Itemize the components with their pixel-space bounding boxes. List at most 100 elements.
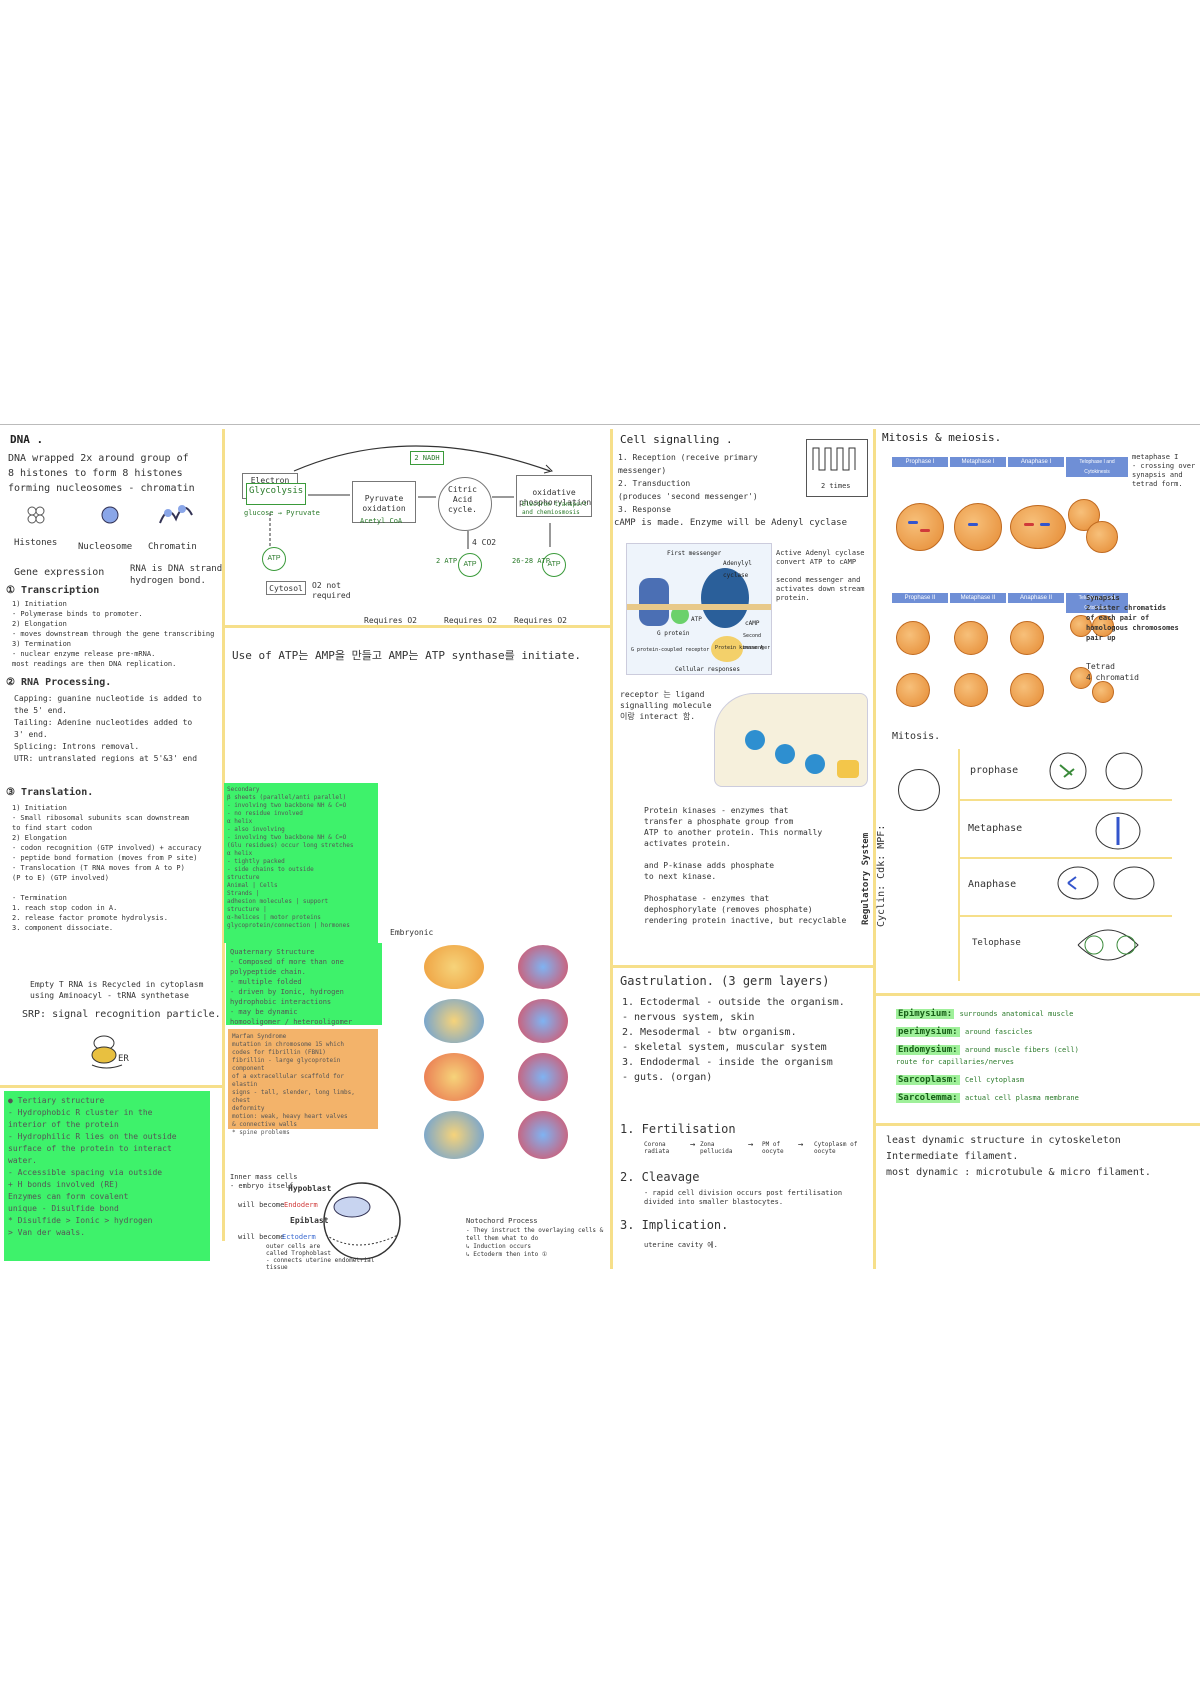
g-protein-figure: First messenger Adenylyl cyclase G prote… [626,543,772,675]
legend-term: Sarcoplasm: [896,1075,960,1085]
meiosis-cell [1010,505,1066,549]
adenyl-cyclase-note: Active Adenyl cyclase convert ATP to cAM… [776,549,865,602]
endoderm-label: Endoderm [284,1201,318,1209]
histones-label: Histones [14,538,58,548]
nadh-note: 2 NADH [414,454,440,462]
atp-yield: 2 ATP [436,557,458,565]
gastrulation-title: Gastrulation. (3 germ layers) [620,974,830,988]
fig-label-camp: cAMP [745,620,760,627]
legend-desc: around muscle fibers (cell) route for ca… [896,1046,1079,1066]
flow-zona: Zona pellucida [700,1141,733,1155]
will-become-1: will become [238,1201,285,1209]
cleavage-body: - rapid cell division occurs post fertil… [644,1189,843,1206]
notochord-body: - They instruct the overlaying cells & t… [466,1227,604,1258]
oxidative-phosphorylation-box: oxidative phosphorylation [516,475,592,517]
rna-note: RNA is DNA strand hydrogen bond. [130,564,223,586]
tertiary-structure-sticky: ● Tertiary structure - Hydrophobic R clu… [4,1091,210,1261]
transcription-title: ① Transcription [6,585,100,596]
dna-title: DNA . [10,433,44,446]
flow-arrow-icon: → [748,1140,754,1150]
marfan-syndrome-sticky: Marfan Syndrome mutation in chromosome 1… [228,1029,378,1136]
adenylyl-cyclase-shape [701,568,749,628]
cleavage-title: 2. Cleavage [620,1170,700,1184]
embryo-stage [518,999,568,1043]
embryo-stage [424,945,484,989]
o2-not-required: O2 not required [312,581,351,600]
receptor-shape [639,578,669,626]
kinase-shape [775,744,795,764]
chromosome [920,529,930,532]
camp-note: cAMP is made. Enzyme will be Adenyl cycl… [614,518,847,528]
embryonic-title: Embryonic [390,928,434,937]
dna-intro: DNA wrapped 2x around group of 8 histone… [8,453,195,494]
atp-label-1: ATP [267,555,281,562]
embryo-stage [518,945,568,989]
srp-note: SRP: signal recognition particle. [22,1009,221,1020]
legend-row: perimysium: around fascicles [896,1023,1186,1041]
divider [610,429,613,1269]
phase-label: Metaphase II [950,593,1006,603]
meiosis-cell [1010,673,1044,707]
chromatin-label: Chromatin [148,542,197,552]
flow-arrow-icon: → [798,1140,804,1150]
translation-body: 1) Initiation - Small ribosomal subunits… [12,804,202,932]
embryo-stage [518,1053,568,1101]
will-become-2: will become [238,1233,285,1241]
requires-o2-1: Requires O2 [364,616,417,625]
meiosis-cell [954,673,988,707]
gene-expression-label: Gene expression [14,567,105,578]
rna-processing-body: Capping: guanine nucleotide is added to … [14,694,202,763]
divider [960,857,1172,859]
metaphase-i-note: metaphase I - crossing over synapsis and… [1132,453,1196,488]
legend-row: Sarcoplasm: Cell cytoplasm [896,1071,1186,1089]
chromosome [1024,523,1034,526]
co2-label: 4 CO2 [472,538,497,547]
secondary-structure-sticky: Secondary β sheets (parallel/anti parall… [224,783,378,943]
divider [222,429,225,1241]
chromosome [1040,523,1050,526]
legend-desc: actual cell plasma membrane [965,1094,1079,1102]
embryo-stage [518,1111,568,1159]
atp-label-3: ATP [547,561,561,568]
divider [960,915,1172,917]
kinase-shape [745,730,765,750]
trophoblast-note: outer cells are called Trophoblast - con… [266,1243,375,1271]
legend-term: perimysium: [896,1027,960,1037]
glycolysis-label: Glycolysis [249,486,304,496]
fig-label-adenylyl: Adenylyl cyclase [723,560,752,579]
cell-cycle-diagram [898,769,940,811]
times-label: 2 times [821,482,851,490]
nucleosome-sketch [27,505,193,524]
nucleosome-label: Nucleosome [78,542,133,552]
membrane-folds [812,447,856,471]
atp-icon-1: ATP [262,547,286,571]
kinase-note: Protein kinases - enzymes that transfer … [644,806,847,925]
inner-mass-note: Inner mass cells - embryo itself [230,1173,298,1190]
chromosome [968,523,978,526]
chromosome [908,521,918,524]
meiosis-cell [954,503,1002,551]
ectoderm-label: Ectoderm [282,1233,316,1241]
membrane-sketch: 2 times [806,439,868,497]
meiosis-cell [1086,521,1118,553]
fig-label-gpcr: G protein-coupled receptor [631,647,710,653]
ribosome-sketch [91,1035,123,1069]
implication-body: uterine cavity 에. [644,1241,718,1249]
regulatory-system-label: Regulatory System [861,832,871,925]
mitosis-metaphase: Metaphase [968,823,1023,834]
notochord-title: Notochord Process [466,1217,538,1225]
phase-label: Prophase I [892,457,948,467]
legend-row: Sarcolemma: actual cell plasma membrane [896,1089,1186,1107]
quaternary-structure-sticky: Quaternary Structure - Composed of more … [226,943,382,1026]
fig-label-pka: Protein kinase A [715,645,764,651]
muscle-legend: Epimysium: surrounds anatomical muscle p… [896,1005,1186,1107]
embryo-stage [424,1111,484,1159]
phase-label: Anaphase I [1008,457,1064,467]
synapsis-note: Synapsis 2 sister chromatids of each pai… [1086,594,1179,642]
cell-signalling-title: Cell signalling . [620,433,733,446]
divider [612,965,874,968]
empty-trna-note: Empty T RNA is Recycled in cytoplasm usi… [30,980,204,1000]
respiration-arrows [269,445,553,549]
cytosol-label: Cytosol [269,584,303,593]
signalling-steps: 1. Reception (receive primary messenger)… [618,453,758,514]
